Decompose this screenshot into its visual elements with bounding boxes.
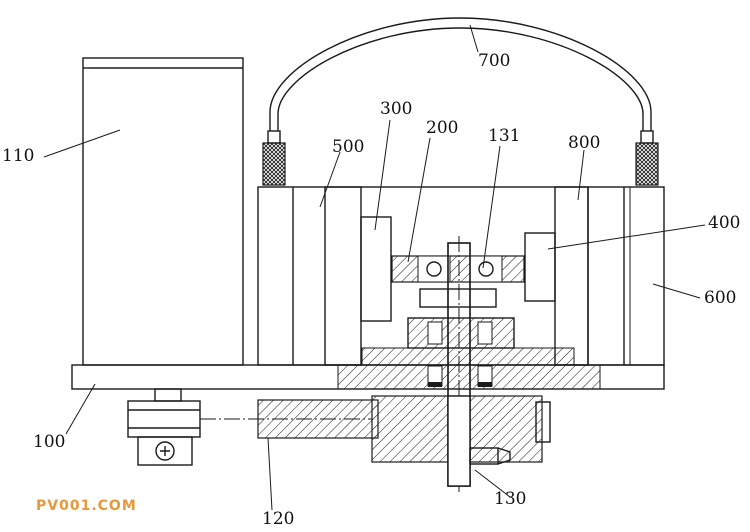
label-120: 120 xyxy=(262,509,294,529)
rotor-disk-200 xyxy=(391,255,525,283)
magnet-400 xyxy=(524,232,556,302)
label-300: 300 xyxy=(380,99,412,119)
set-screw xyxy=(469,447,511,465)
label-200: 200 xyxy=(426,118,458,138)
label-700: 700 xyxy=(478,51,510,71)
magnet-300 xyxy=(360,216,392,322)
motor-coupling xyxy=(127,388,201,466)
tube-700 xyxy=(269,17,652,131)
part-labels: 110 700 300 200 131 500 800 400 600 100 … xyxy=(2,51,740,529)
label-600: 600 xyxy=(704,288,736,308)
label-800: 800 xyxy=(568,133,600,153)
label-130: 130 xyxy=(494,489,526,509)
label-500: 500 xyxy=(332,137,364,157)
gear-train-120 xyxy=(200,395,551,487)
motor-110 xyxy=(82,57,244,366)
fitting-right xyxy=(635,130,659,186)
label-100: 100 xyxy=(33,432,65,452)
inner-block-500 xyxy=(324,186,362,366)
fitting-left xyxy=(262,130,286,186)
inner-block-800 xyxy=(554,186,589,366)
watermark: PV001.COM xyxy=(36,498,137,514)
base-plate-100 xyxy=(71,364,665,390)
leader-lines xyxy=(43,24,706,511)
label-400: 400 xyxy=(708,213,740,233)
shaft-hub xyxy=(361,288,575,387)
label-131: 131 xyxy=(488,126,520,146)
label-110: 110 xyxy=(2,146,34,166)
